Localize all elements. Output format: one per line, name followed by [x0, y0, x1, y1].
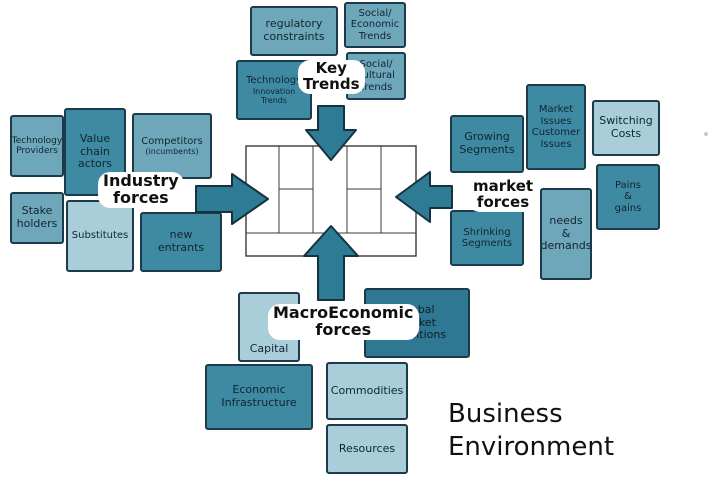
note-resources: Resources — [326, 424, 408, 474]
note-competitors-incumbents: Competitors(incumbents) — [132, 113, 212, 179]
note-pains-gains: Pains&gains — [596, 164, 660, 230]
stray-dot — [704, 132, 708, 136]
note-needs-demands: needs&demands — [540, 188, 592, 280]
arrow-market-forces — [395, 171, 453, 223]
note-commodities: Commodities — [326, 362, 408, 420]
arrow-industry-forces — [195, 173, 269, 225]
arrow-key-trends — [305, 105, 357, 161]
arrow-macroeconomic-forces — [303, 225, 359, 301]
